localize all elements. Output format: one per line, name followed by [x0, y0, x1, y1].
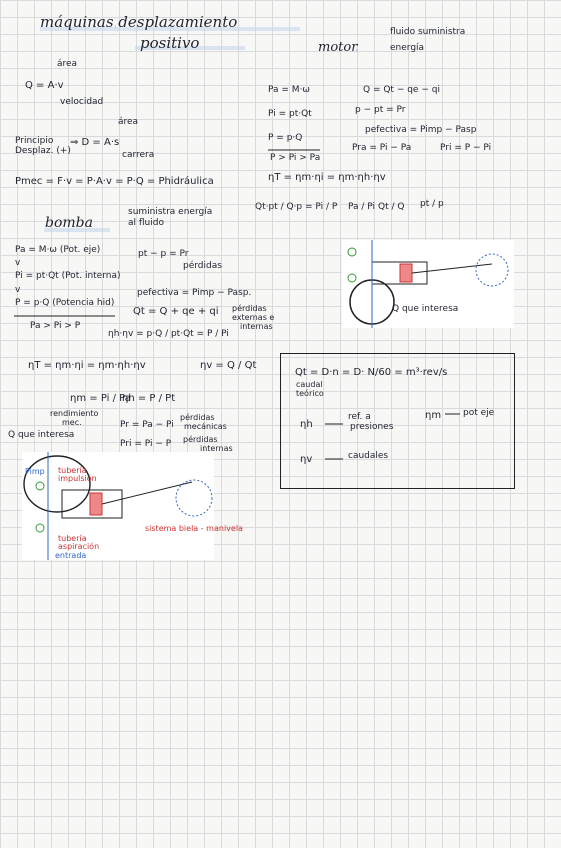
flow-interest-label: Q que interesa — [8, 430, 75, 440]
displacement-label: Desplaz. (+) — [15, 146, 71, 156]
volumetric-eff-symbol: ηv — [300, 454, 313, 465]
effective-pressure: pefectiva = Pimp − Pasp. — [137, 288, 252, 298]
theoretical-flow-eq: Qt = Q + qe + qi — [133, 306, 219, 317]
losses-note: pérdidas — [232, 304, 267, 313]
motor-fraction: Qt·pt / Q·p = Pi / P — [255, 202, 338, 212]
volumetric-eff-desc: caudales — [348, 451, 389, 461]
stroke-label: carrera — [122, 150, 155, 160]
volumetric-efficiency-eq: ηv = Q / Qt — [200, 360, 257, 371]
losses-label: pérdidas — [183, 261, 222, 271]
area-label: área — [118, 117, 139, 127]
power-order: Pa > Pi > P — [30, 321, 81, 331]
hydraulic-volumetric-eff: ηh·ηv = p·Q / pt·Qt = P / Pi — [108, 329, 229, 339]
mechanical-power-equation: Pmec = F·v = P·A·v = P·Q = Phidráulica — [15, 176, 214, 187]
suction-pipe-label: tubería — [58, 534, 87, 543]
suction-pipe-label: aspiración — [58, 542, 100, 551]
internal-loss-note: pérdidas — [183, 435, 218, 444]
hydraulic-power: P = p·Q (Potencia hid) — [15, 298, 115, 308]
motor-hydraulic-power: P = p·Q — [268, 133, 303, 143]
motor-mech-loss: Pra = Pi − Pa — [352, 143, 412, 153]
page-title: máquinas desplazamiento — [40, 13, 238, 31]
flow-equation: Q = A·v — [25, 80, 64, 91]
losses-note: internas — [240, 322, 273, 331]
pimp-label: Pimp — [25, 467, 45, 476]
internal-loss-note: internas — [200, 444, 233, 453]
area-label: área — [57, 59, 78, 69]
pressure-loss-eq: pt − p = Pr — [138, 249, 189, 259]
motor-piston-diagram — [342, 240, 514, 328]
bomba-heading: bomba — [45, 215, 93, 231]
motor-internal-power: Pi = pt·Qt — [268, 109, 312, 119]
mech-loss-eq: Pr = Pa − Pi — [120, 420, 174, 430]
inlet-label: entrada — [55, 551, 87, 560]
hydraulic-eff-desc: ref. a — [348, 412, 371, 422]
discharge-pipe-label: impulsión — [58, 474, 97, 483]
internal-loss-eq: Pri = Pi − P — [120, 439, 172, 449]
motor-pressure-loss: p − pt = Pr — [355, 105, 406, 115]
total-efficiency-eq: ηT = ηm·ηi = ηm·ηh·ηv — [28, 360, 146, 371]
velocity-label: velocidad — [60, 97, 104, 107]
motor-fraction: Qt / Q — [378, 202, 405, 212]
motor-fraction: pt / p — [420, 199, 444, 209]
displacement-flow-eq: Qt = D·n = D· N/60 = m³·rev/s — [295, 367, 448, 378]
shaft-power: Pa = M·ω (Pot. eje) — [15, 245, 101, 255]
mech-loss-note: pérdidas — [180, 413, 215, 422]
displacement-equation: ⇒ D = A·s — [70, 137, 120, 148]
mech-loss-note: mecánicas — [184, 422, 227, 431]
pump-piston-diagram — [22, 452, 214, 560]
motor-shaft-power: Pa = M·ω — [268, 85, 310, 95]
theoretical-flow-label: caudal — [296, 380, 323, 389]
mechanical-efficiency-eq: ηm = Pi / Pa — [70, 393, 131, 404]
motor-effective-pressure: pefectiva = Pimp − Pasp — [365, 125, 477, 135]
pump-diagram-drawing — [23, 452, 213, 560]
motor-total-efficiency: ηT = ηm·ηi = ηm·ηh·ηv — [268, 172, 386, 183]
discharge-pipe-label: tubería — [58, 466, 87, 475]
hydraulic-efficiency-eq: ηh = P / Pt — [122, 393, 176, 404]
motor-power-order: P > Pi > Pa — [270, 153, 321, 163]
subtitle-highlight — [135, 46, 245, 50]
efficiency-note: mec. — [62, 418, 82, 427]
motor-internal-loss: Pri = P − Pi — [440, 143, 492, 153]
bomba-note: al fluido — [128, 218, 164, 228]
internal-power: Pi = pt·Qt (Pot. interna) — [15, 271, 121, 281]
losses-note: externas e — [232, 313, 275, 322]
motor-flow-eq: Q = Qt − qe − qi — [363, 85, 440, 95]
crank-system-label: sistema biela - manivela — [145, 524, 243, 533]
hydraulic-eff-desc: presiones — [350, 422, 394, 432]
title-highlight — [40, 27, 300, 31]
mechanical-eff-symbol: ηm — [425, 410, 442, 421]
efficiency-note: rendimiento — [50, 409, 99, 418]
arrow-label: v — [15, 258, 21, 268]
motor-diagram-drawing — [347, 240, 509, 328]
mechanical-eff-desc: pot eje — [463, 408, 495, 418]
principle-label: Principio — [15, 136, 54, 146]
bomba-highlight — [44, 228, 110, 232]
theoretical-flow-label: teórico — [296, 389, 324, 398]
motor-note: fluido suministra — [390, 27, 466, 37]
motor-flow-interest: Q que interesa — [392, 304, 459, 314]
motor-note: energía — [390, 43, 425, 53]
page-subtitle: positivo — [140, 34, 200, 52]
motor-fraction: Pa / Pi — [348, 202, 376, 212]
motor-heading: motor — [318, 40, 358, 55]
arrow-label: v — [15, 285, 21, 295]
hydraulic-eff-symbol: ηh — [300, 419, 313, 430]
bomba-note: suministra energía — [128, 207, 213, 217]
efficiency-summary-box — [280, 353, 515, 489]
